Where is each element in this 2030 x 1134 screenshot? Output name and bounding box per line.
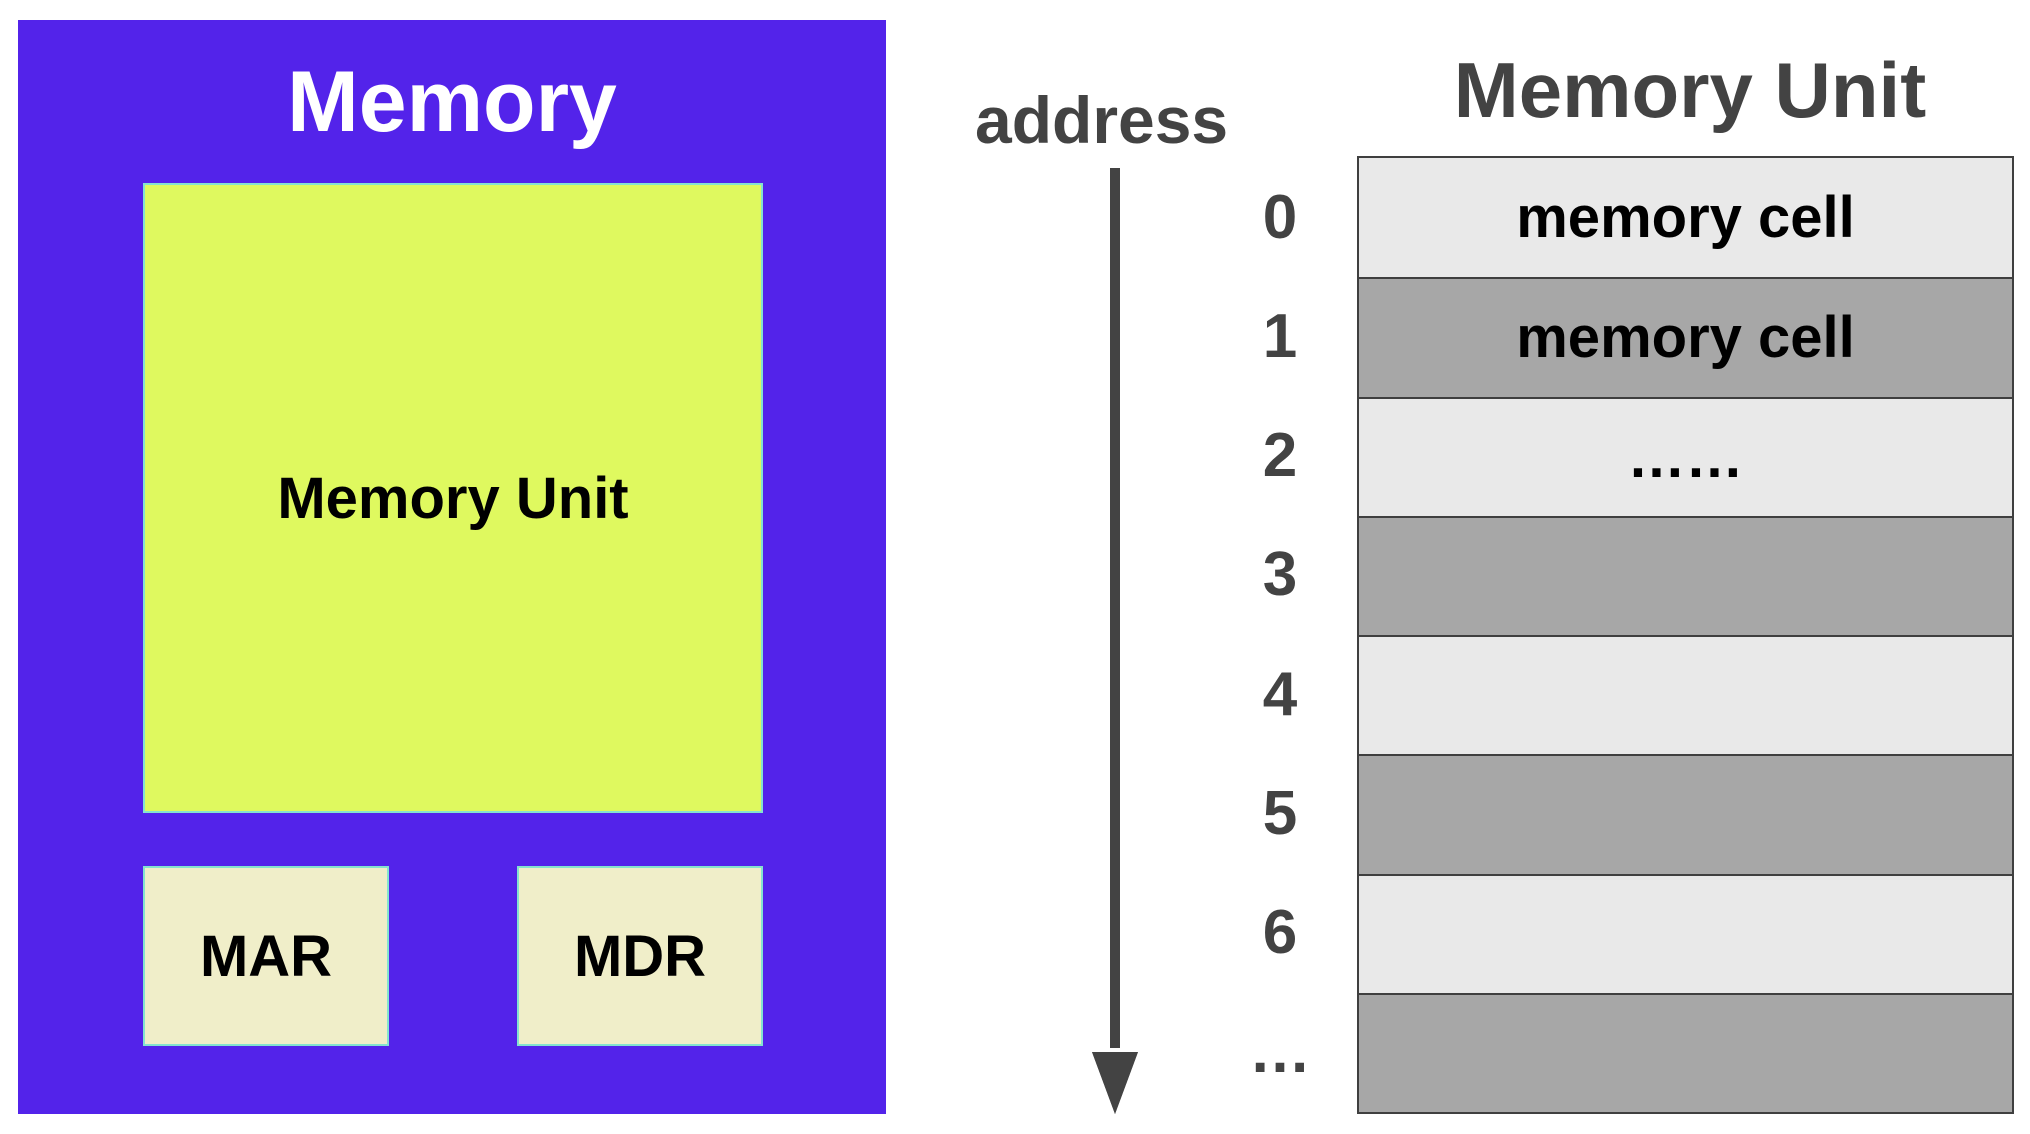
address-number: 2	[1262, 421, 1298, 491]
memory-cell-content: memory cell	[1516, 305, 1855, 371]
address-number: 0	[1262, 182, 1298, 252]
memory-cell-row	[1359, 873, 2012, 993]
address-number: …	[1249, 1017, 1311, 1087]
memory-cell-content: memory cell	[1516, 185, 1855, 251]
memory-cell-row: memory cell	[1359, 277, 2012, 397]
memory-unit-label: Memory Unit	[277, 465, 629, 531]
address-number: 6	[1262, 898, 1298, 968]
memory-cell-row	[1359, 992, 2012, 1112]
memory-cell-row: memory cell	[1359, 158, 2012, 278]
mar-register-box: MAR	[143, 866, 389, 1046]
memory-cell-row	[1359, 754, 2012, 874]
memory-unit-box: Memory Unit	[143, 183, 763, 813]
memory-title: Memory	[287, 54, 617, 150]
memory-cell-row	[1359, 515, 2012, 635]
address-number: 1	[1262, 301, 1298, 371]
memory-cell-content: ……	[1627, 424, 1744, 490]
memory-cells-table: memory cell memory cell ……	[1357, 156, 2014, 1114]
address-arrow-icon	[1092, 168, 1138, 1114]
memory-cell-row	[1359, 635, 2012, 755]
memory-cell-row: ……	[1359, 396, 2012, 516]
mar-label: MAR	[199, 923, 333, 989]
memory-unit-title: Memory Unit	[1453, 46, 1927, 134]
address-number: 3	[1262, 540, 1298, 610]
mdr-register-box: MDR	[517, 866, 763, 1046]
address-label: address	[975, 83, 1229, 157]
mdr-label: MDR	[573, 923, 707, 989]
address-number: 5	[1262, 778, 1298, 848]
address-number: 4	[1262, 659, 1298, 729]
